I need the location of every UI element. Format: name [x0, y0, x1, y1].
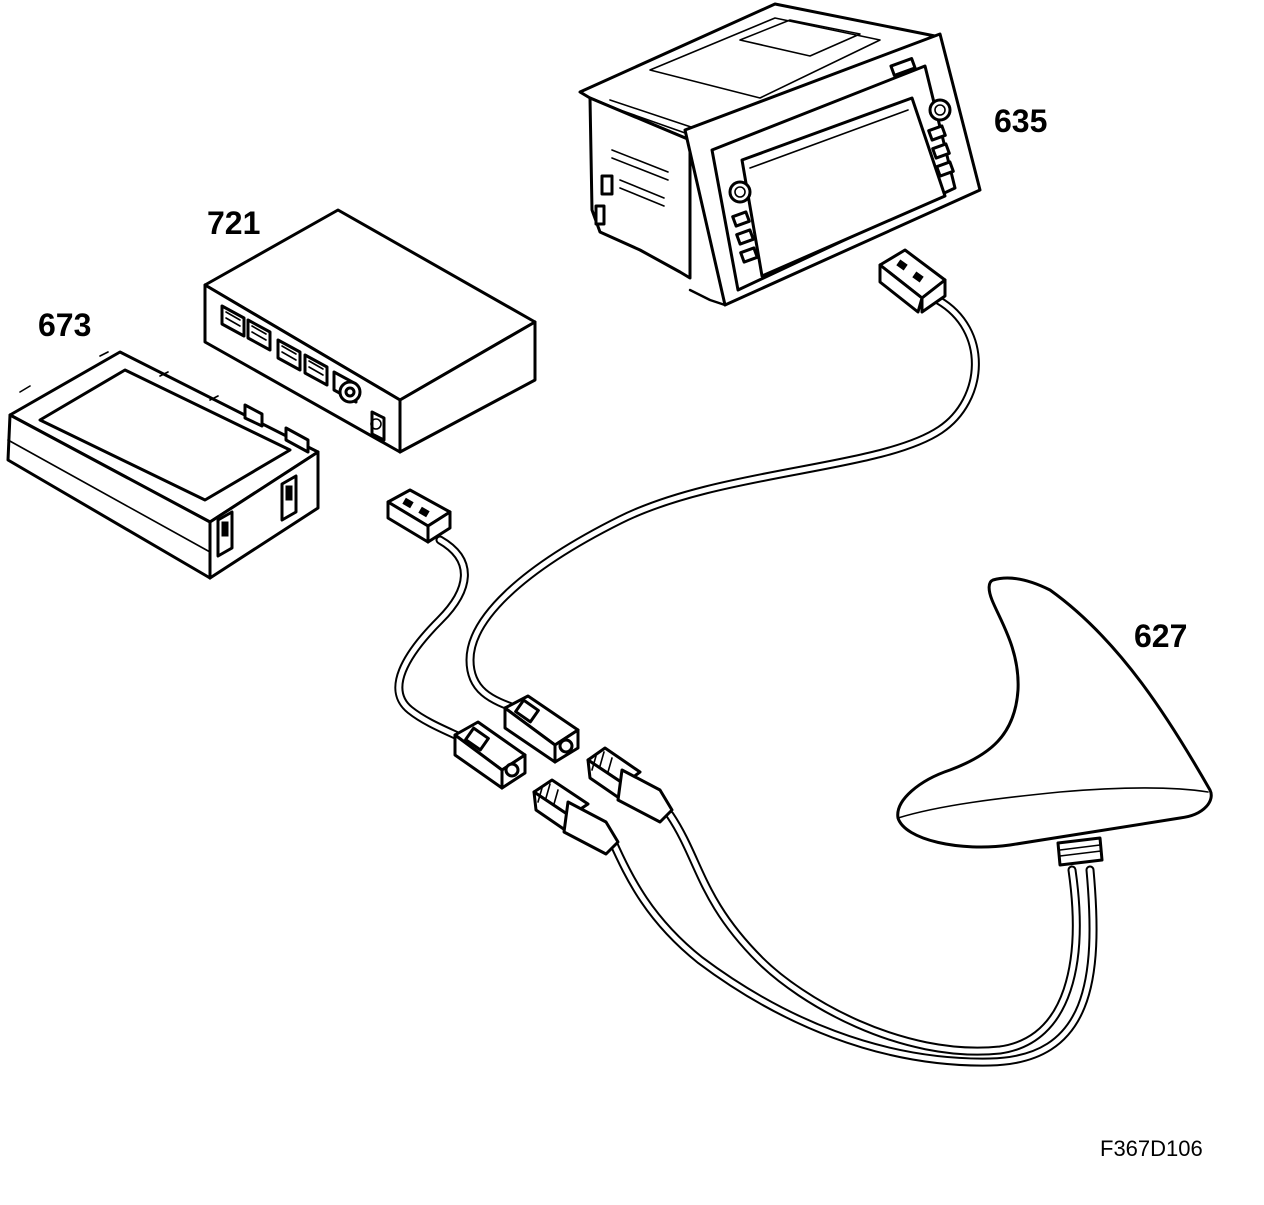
label-673: 673	[38, 307, 92, 343]
figure-reference: F367D106	[1100, 1136, 1203, 1161]
label-627: 627	[1134, 618, 1188, 654]
label-635: 635	[994, 103, 1048, 139]
navigation-unit-635	[578, 2, 982, 307]
cable-635-to-connector	[465, 295, 980, 715]
label-721: 721	[207, 205, 261, 241]
cable-721-to-connector	[394, 535, 469, 743]
connector-635	[878, 248, 947, 314]
antenna-cables	[607, 810, 1098, 1067]
module-673	[6, 350, 320, 580]
fakra-connector-pair	[453, 694, 580, 790]
connector-721	[386, 488, 452, 544]
module-721	[203, 208, 537, 454]
antenna-plug-pair	[532, 746, 674, 856]
shark-fin-antenna-627	[896, 576, 1213, 867]
